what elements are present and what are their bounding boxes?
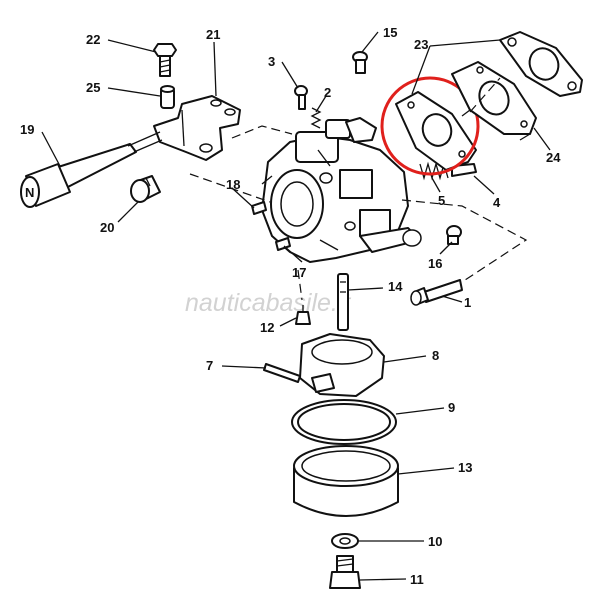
- alignment-lines: [189, 77, 528, 301]
- callout-17: 17: [292, 265, 306, 280]
- part-15-screw: [352, 51, 368, 74]
- part-18-screw: [251, 201, 267, 215]
- callout-10: 10: [428, 534, 442, 549]
- callout-12: 12: [260, 320, 274, 335]
- part-23-upper-gasket: [499, 31, 583, 97]
- part-14-tube: [337, 273, 349, 331]
- callout-16: 16: [428, 256, 442, 271]
- part-16-plug: [446, 225, 462, 245]
- part-21-bracket: [153, 95, 241, 161]
- part-11-drain-screw: [329, 555, 361, 589]
- callout-25: 25: [86, 80, 100, 95]
- part-7-pin: [263, 363, 301, 383]
- callout-20: 20: [100, 220, 114, 235]
- callout-9: 9: [448, 400, 455, 415]
- callout-4: 4: [493, 195, 501, 210]
- part-2-spring: [310, 107, 322, 129]
- part-10-washer: [331, 533, 359, 549]
- part-25-bushing: [160, 85, 175, 109]
- part-17-screw: [275, 237, 291, 251]
- part-3-screw: [294, 85, 308, 110]
- knob-letter: N: [25, 185, 34, 200]
- leader-lines: [41, 31, 551, 581]
- callout-21: 21: [206, 27, 220, 42]
- callout-24: 24: [546, 150, 561, 165]
- part-13-float-bowl: [293, 445, 399, 517]
- highlight-circle: [380, 76, 480, 176]
- callout-7: 7: [206, 358, 213, 373]
- watermark: nauticabasile.it: [185, 289, 351, 317]
- part-9-o-ring: [291, 399, 397, 445]
- callout-2: 2: [324, 85, 331, 100]
- callout-11: 11: [410, 572, 424, 587]
- callout-22: 22: [86, 32, 100, 47]
- part-12-jet: [295, 305, 311, 325]
- part-8-float: [299, 333, 385, 397]
- callout-14: 14: [388, 279, 403, 294]
- callout-8: 8: [432, 348, 439, 363]
- callout-18: 18: [226, 177, 240, 192]
- callout-19: 19: [20, 122, 34, 137]
- callout-23: 23: [414, 37, 428, 52]
- callout-1: 1: [464, 295, 471, 310]
- part-20-cap: [130, 175, 161, 203]
- part-1-screw: [410, 279, 463, 306]
- carburetor-body: [261, 117, 422, 263]
- callouts: 22 25 21 19 20 3 2 15 23 24 5 4 18 17 16…: [20, 25, 561, 587]
- callout-3: 3: [268, 54, 275, 69]
- part-23-gasket-highlighted: [380, 76, 480, 176]
- part-22-screw: [153, 43, 177, 77]
- callout-15: 15: [383, 25, 397, 40]
- callout-5: 5: [438, 193, 445, 208]
- part-19-choke-shaft: N: [20, 131, 163, 208]
- callout-13: 13: [458, 460, 472, 475]
- part-24-spacer: [451, 61, 537, 141]
